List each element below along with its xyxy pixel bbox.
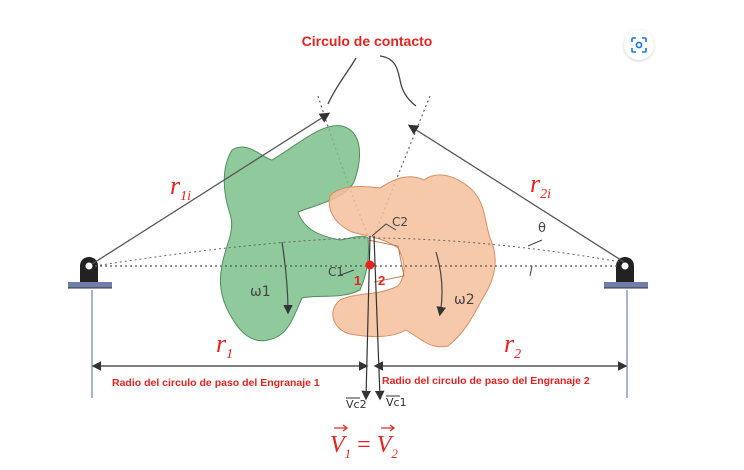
theta-label: θ bbox=[538, 221, 546, 236]
gear-2-body bbox=[328, 174, 496, 348]
equation-equals: = bbox=[357, 432, 377, 458]
omega-1-label: ω1 bbox=[250, 284, 271, 300]
c1-label: C1 bbox=[328, 265, 344, 279]
gear-1-body bbox=[219, 125, 369, 342]
r2i-label: r2i bbox=[530, 169, 551, 202]
title-pointer-right bbox=[379, 55, 417, 107]
lens-search-button[interactable] bbox=[624, 30, 654, 60]
radius-gear-2-text: Radio del circulo de paso del Engranaje … bbox=[382, 375, 590, 387]
radius-r1i-line bbox=[91, 112, 331, 265]
left-bearing-support bbox=[68, 257, 112, 289]
contact-circle-arc-right bbox=[373, 95, 431, 237]
omega-2-arrow bbox=[435, 251, 447, 317]
omega-1-arrow bbox=[281, 241, 293, 315]
omega-2-label: ω2 bbox=[454, 292, 475, 308]
theta-marker-top bbox=[527, 239, 543, 247]
lens-search-icon bbox=[631, 37, 647, 53]
contact-point bbox=[365, 260, 375, 270]
svg-text:V1 = V2: V1 = V2 bbox=[330, 432, 398, 464]
right-bearing-support bbox=[604, 257, 648, 289]
vc2-label: Vc2 bbox=[346, 398, 367, 411]
point-1-label: 1 bbox=[354, 273, 361, 288]
title-pointer-left bbox=[327, 57, 357, 105]
radius-gear-1-text: Radio del circulo de paso del Engranaje … bbox=[112, 377, 320, 389]
c1-vector bbox=[337, 269, 355, 277]
velocity-equation: V1 = V2 bbox=[330, 424, 398, 464]
point-2-label: 2 bbox=[378, 273, 385, 288]
r1i-label: r1i bbox=[170, 171, 191, 204]
equation-v1: V bbox=[330, 432, 347, 458]
equation-v2-sub: 2 bbox=[391, 446, 398, 461]
vc1-label: Vc1 bbox=[386, 396, 407, 409]
theta-marker-bottom bbox=[529, 265, 533, 277]
r2-label: r2 bbox=[504, 329, 521, 362]
vertical-line-2 bbox=[373, 235, 385, 401]
equation-v1-sub: 1 bbox=[345, 446, 352, 461]
c2-label: C2 bbox=[392, 215, 408, 229]
gear-2-slot bbox=[367, 239, 405, 283]
c2-vector bbox=[371, 223, 397, 237]
equation-v2: V bbox=[377, 432, 394, 458]
r1-label: r1 bbox=[216, 329, 233, 362]
diagram-title: Circulo de contacto bbox=[302, 33, 433, 49]
radius-r2i-line bbox=[407, 124, 625, 263]
